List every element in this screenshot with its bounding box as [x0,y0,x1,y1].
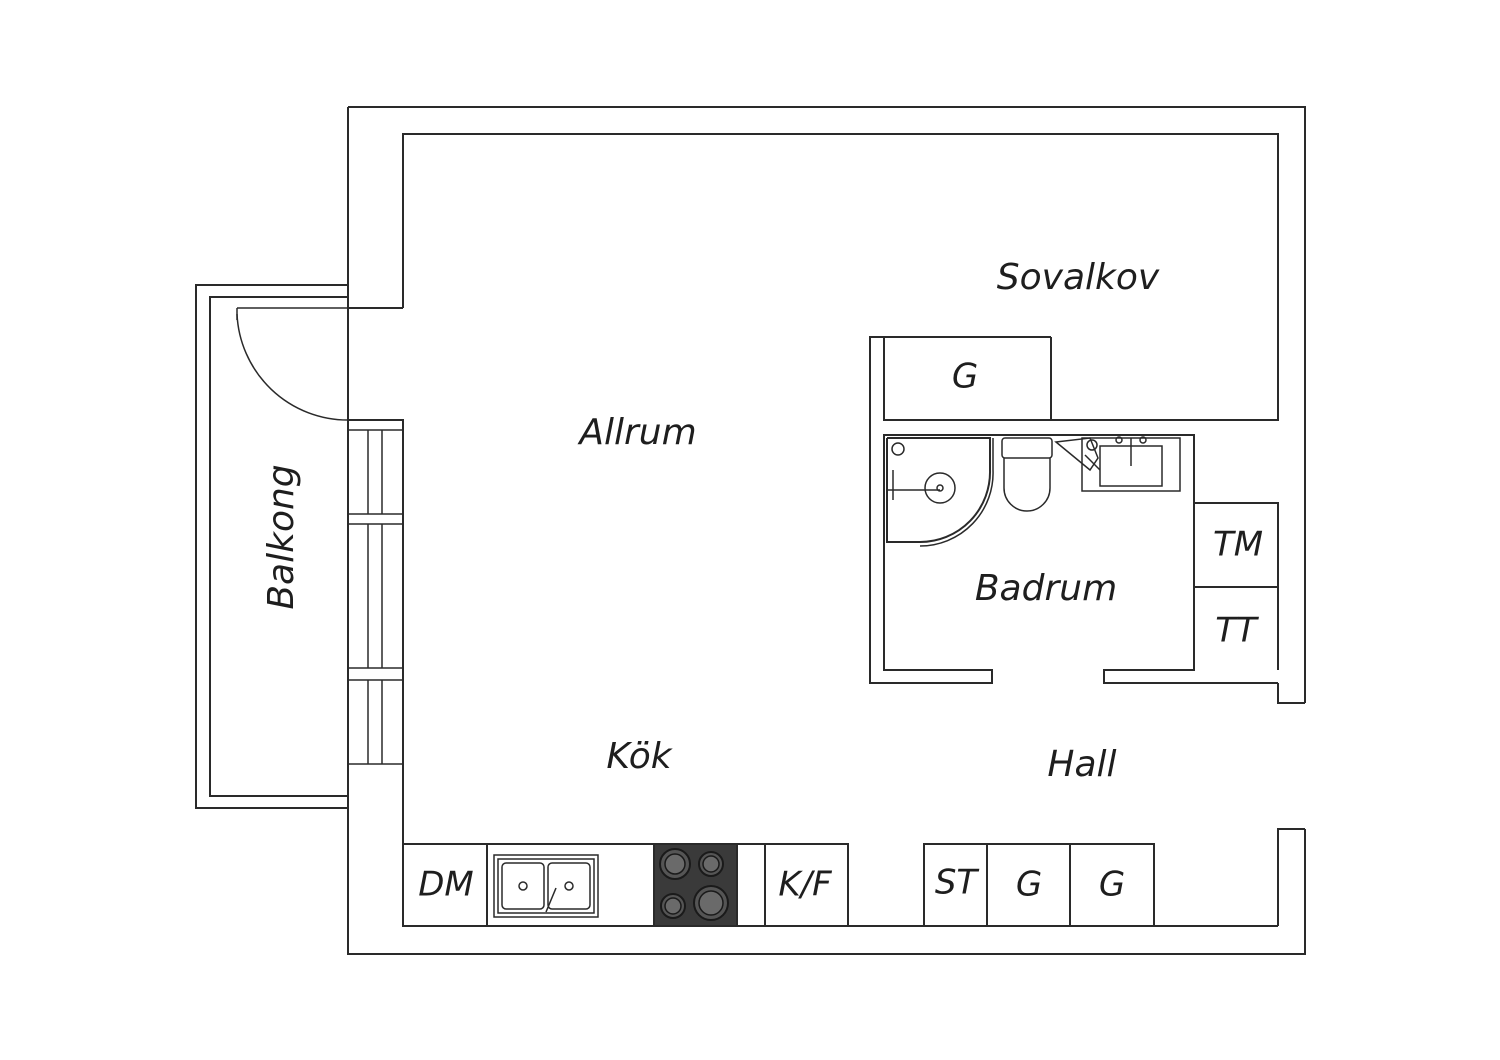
wall-stub-mid [348,419,1278,927]
wall-stub-top [348,307,403,309]
shower-enclosure-icon [886,437,992,543]
tap-left-icon [1115,436,1123,444]
inner-wall [402,133,1279,684]
fridge-freezer-label: K/F [778,865,832,905]
door-swing-arc [236,313,349,421]
room-label-kok: Kök [606,736,673,777]
kitchen-counter: DM K/F [403,843,849,927]
entrance-opening [1277,683,1305,926]
burner-1-inner [664,853,686,875]
laundry-outline [1194,502,1279,670]
burner-4-inner [698,890,724,916]
toilet-bowl-icon [1003,458,1051,512]
room-label-hall: Hall [1047,744,1116,785]
shower [886,437,994,547]
window-3 [347,679,404,765]
sink-bowl-left [501,862,545,910]
tap-right-icon [1139,436,1147,444]
toilet [1001,437,1053,512]
shower-head-icon [891,442,905,456]
room-label-sovalkov: Sovalkov [997,257,1160,298]
sink-drain-left [518,881,528,891]
sink-faucet [545,887,557,913]
sink-inner-frame [497,858,595,914]
washbasin [1054,436,1181,492]
sink-drain-right [564,881,574,891]
sink-icon [493,854,599,918]
window-group [347,429,404,765]
hob-icon [653,843,738,927]
wardrobe-hall-2-label: G [1099,865,1125,905]
toilet-tank-icon [1001,437,1053,459]
wardrobe-bedroom-label: G [952,357,978,397]
laundry: TM TT [1194,502,1279,670]
wardrobe-bedroom: G [952,357,978,397]
dishwasher-label: DM [418,865,474,905]
balcony-door[interactable] [236,307,349,421]
sink-bowl-right [547,862,591,910]
door-leaf [236,307,348,320]
storage-label: ST [935,863,980,903]
drain-center [936,484,944,492]
burner-3-inner [664,897,682,915]
bidet-head-icon [1086,439,1098,451]
dryer-label: TT [1215,611,1259,651]
shower-drain-icon [924,472,956,504]
window-2 [347,523,404,669]
window-1 [347,429,404,515]
shower-glass [919,438,994,547]
hall-storage-outline [923,843,1155,926]
wardrobe-hall-1-label: G [1016,865,1042,905]
sink-frame [493,854,599,918]
room-label-allrum: Allrum [577,412,696,453]
room-label-badrum: Badrum [975,568,1117,609]
balcony-outline [195,284,348,809]
room-label-balkong: Balkong [261,464,302,609]
hall-storage: ST G G [923,843,1155,926]
outer-wall [347,106,1306,955]
bidet-shower-icon [1054,437,1101,472]
washer-label: TM [1213,525,1263,565]
burner-2-inner [702,855,720,873]
